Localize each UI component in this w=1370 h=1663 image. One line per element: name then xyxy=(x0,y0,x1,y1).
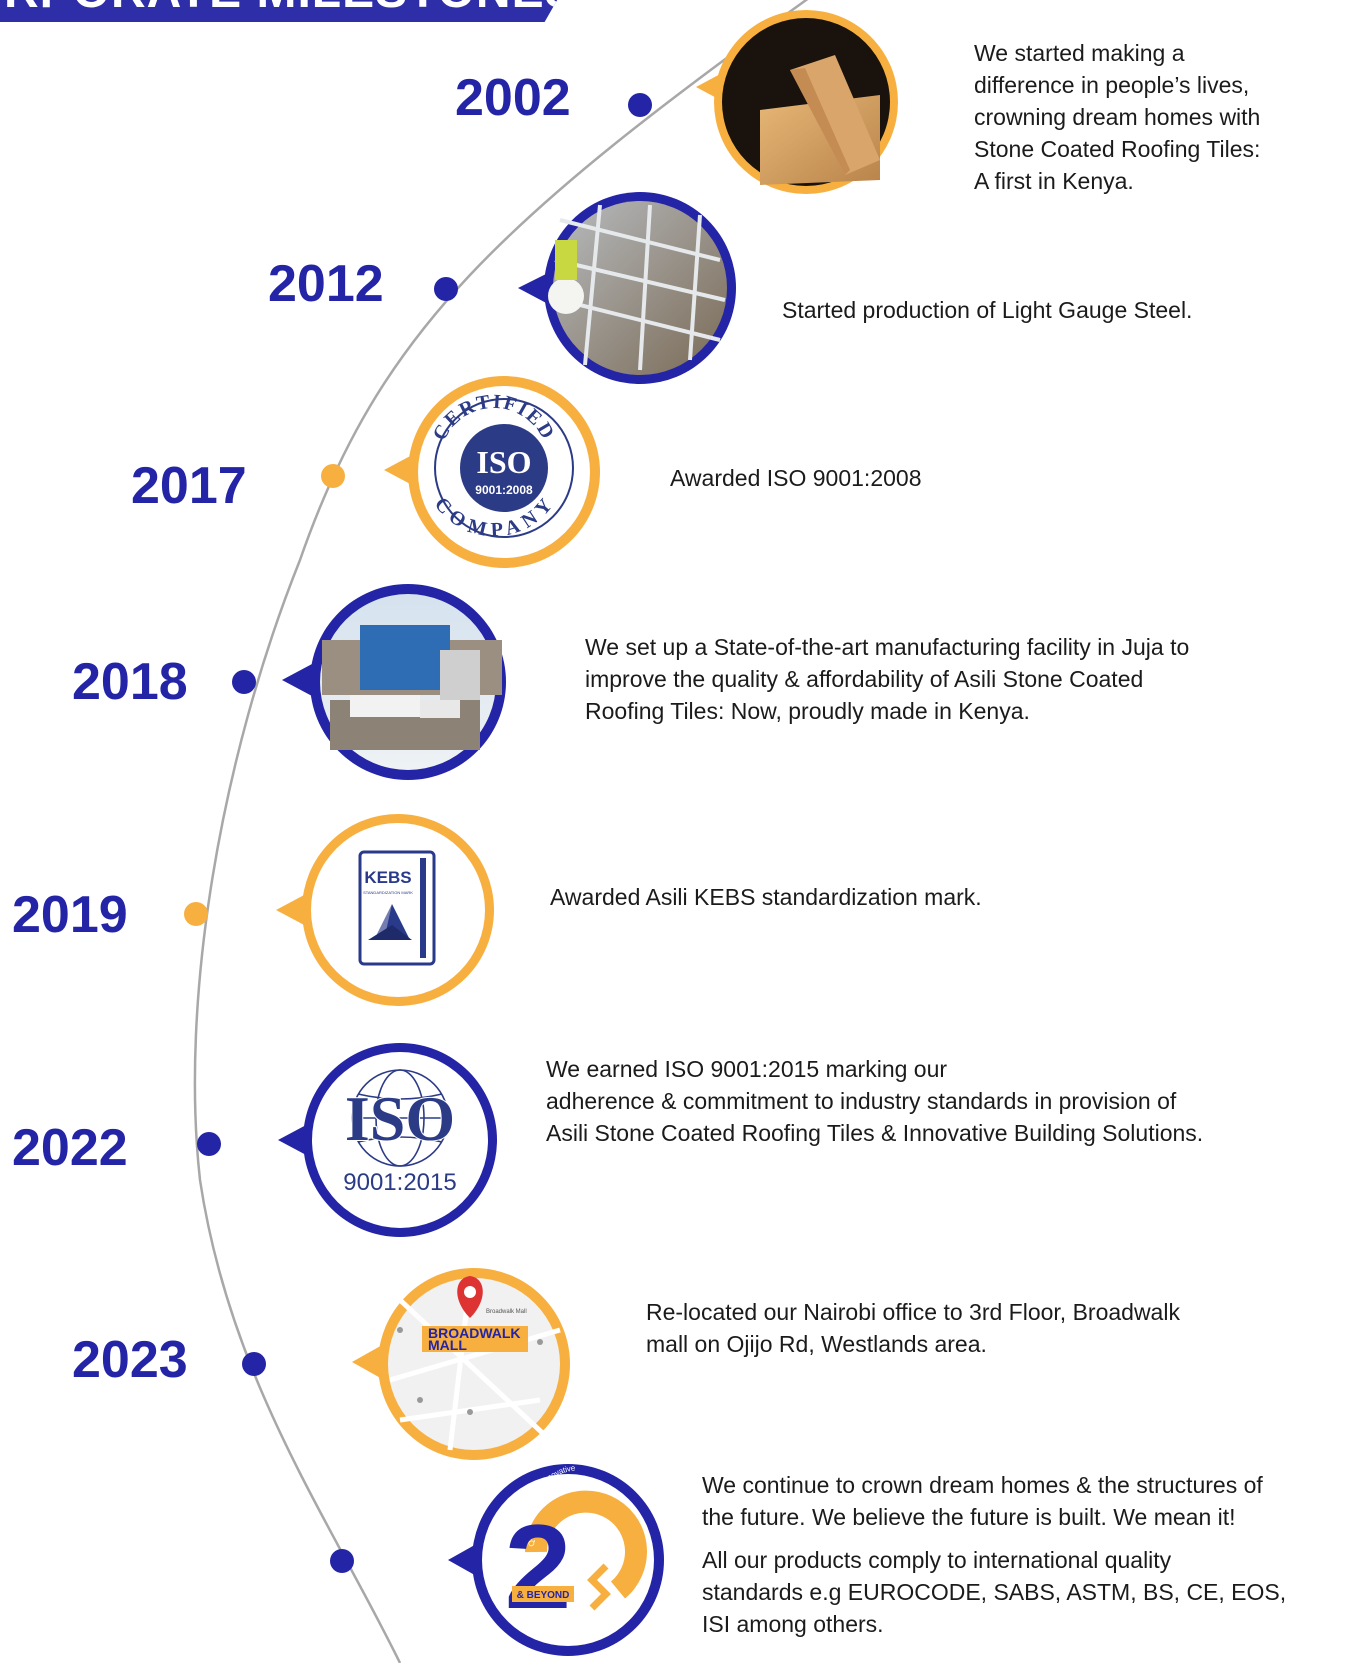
milestone-2002-dot xyxy=(628,93,652,117)
map-pin-label: Broadwalk Mall xyxy=(486,1309,527,1315)
kebs-text: KEBS xyxy=(364,868,411,887)
milestone-2018-image xyxy=(282,584,506,780)
milestone-2023-dot xyxy=(242,1352,266,1376)
milestone-future-text: We continue to crown dream homes & the s… xyxy=(702,1472,1263,1530)
iso2022-mid: ISO xyxy=(345,1083,455,1154)
year-2019: 2019 xyxy=(12,886,128,944)
year-2018: 2018 xyxy=(72,653,188,711)
milestone-2023-image: BROADWALK MALL Broadwalk Mall xyxy=(352,1268,570,1460)
milestone-2019-image: KEBS STANDARDIZATION MARK xyxy=(276,814,494,1006)
map-mall-line1: BROADWALK xyxy=(428,1325,521,1341)
section-title: RPORATE MILESTONES xyxy=(4,0,578,19)
year-2002: 2002 xyxy=(455,69,571,127)
milestone-2012-dot xyxy=(434,277,458,301)
timeline-curve xyxy=(193,0,809,1663)
kebs-sub: STANDARDIZATION MARK xyxy=(363,890,413,895)
milestone-2019-dot xyxy=(184,902,208,926)
milestone-2017-text: Awarded ISO 9001:2008 xyxy=(670,465,922,491)
milestone-2017-image: CERTIFIED COMPANY ISO 9001:2008 xyxy=(384,376,600,568)
year-2017: 2017 xyxy=(131,457,247,515)
milestone-2012-image xyxy=(518,192,736,384)
iso2017-num: 9001:2008 xyxy=(475,483,533,497)
anniv-digit: 2 xyxy=(505,1500,572,1634)
s-logo-icon xyxy=(587,1563,611,1611)
section-title-banner: RPORATE MILESTONES xyxy=(0,0,580,22)
milestone-2017-dot xyxy=(321,464,345,488)
iso2022-num: 9001:2015 xyxy=(343,1169,456,1196)
anniv-beyond: & BEYOND xyxy=(517,1590,570,1601)
year-2022: 2022 xyxy=(12,1119,128,1177)
year-2023: 2023 xyxy=(72,1331,188,1389)
map-mall-line2: MALL xyxy=(428,1337,467,1353)
milestone-2012-text: Started production of Light Gauge Steel. xyxy=(782,297,1193,323)
milestone-2018-dot xyxy=(232,670,256,694)
milestone-2019-text: Awarded Asili KEBS standardization mark. xyxy=(550,884,982,910)
year-2012: 2012 xyxy=(268,255,384,313)
iso2017-mid: ISO xyxy=(476,444,531,480)
milestone-2018-text: We set up a State-of-the-art manufacturi… xyxy=(585,634,1190,724)
milestone-2002-image xyxy=(696,10,898,194)
milestone-future-dot xyxy=(330,1549,354,1573)
milestone-2023-text: Re-located our Nairobi office to 3rd Flo… xyxy=(646,1299,1180,1357)
milestone-2022-dot xyxy=(197,1132,221,1156)
milestone-future-image: Quality. Affordable. Innovative 2 & BEYO… xyxy=(448,1463,664,1656)
milestone-future-text2: All our products comply to international… xyxy=(702,1547,1287,1637)
milestone-2022-image: ISO 9001:2015 xyxy=(278,1043,497,1237)
